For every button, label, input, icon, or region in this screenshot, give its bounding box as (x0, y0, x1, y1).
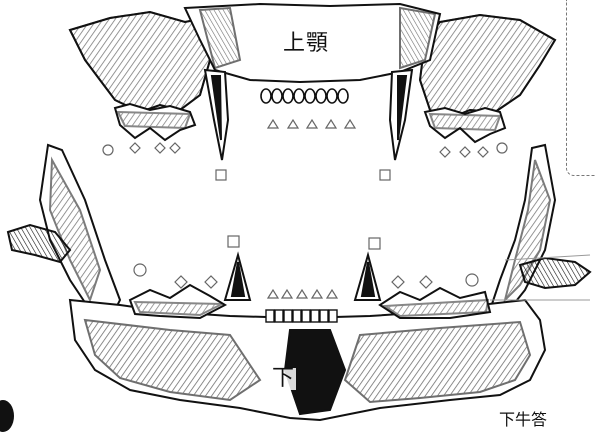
lower-right-condyle (520, 258, 590, 288)
lower-jaw (8, 145, 590, 420)
lower-jaw-label: 下 (270, 368, 296, 390)
page-edge-frame (566, 0, 595, 176)
caption-text: 下牛答 (497, 412, 549, 428)
lower-incisors (266, 310, 337, 322)
upper-jaw-label: 上顎 (281, 33, 331, 55)
upper-jaw (70, 4, 555, 160)
upper-incisors (261, 89, 348, 103)
